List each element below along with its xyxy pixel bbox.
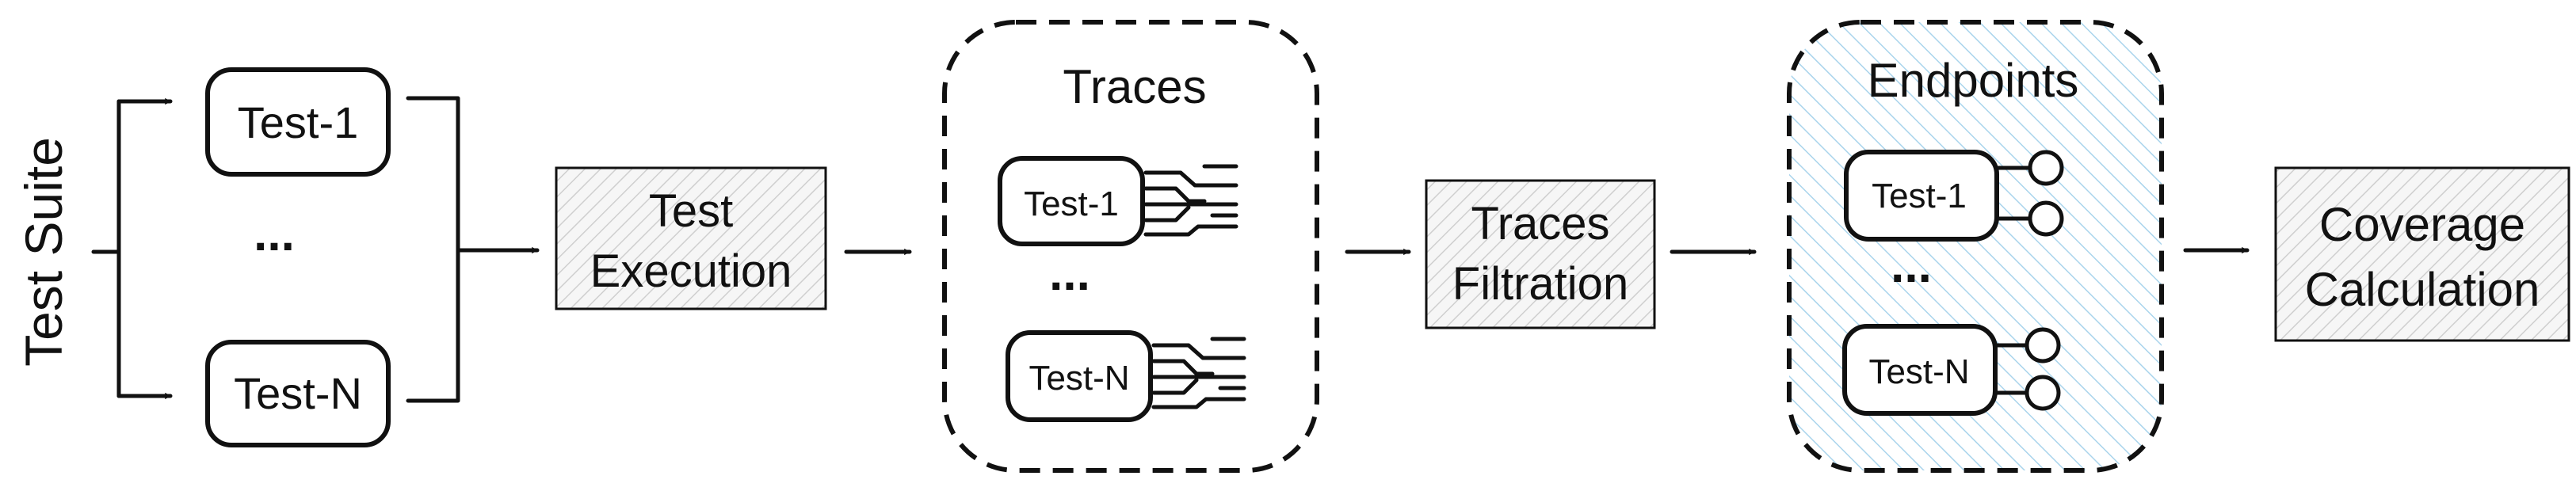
test-execution-line2: Execution bbox=[590, 246, 792, 297]
traces-filtration-line1: Traces bbox=[1471, 198, 1609, 249]
endpoint-test-1-label: Test-1 bbox=[1872, 177, 1967, 215]
endpoint-test-n-card: Test-N bbox=[1842, 324, 2061, 416]
traces-title: Traces bbox=[1063, 60, 1206, 113]
test-1-card: Test-1 bbox=[205, 67, 391, 177]
endpoints-title: Endpoints bbox=[1868, 54, 2079, 107]
test-suite-group: Test Suite Test-1 ... Test-N bbox=[14, 67, 540, 447]
circuit-trace-icon bbox=[1151, 337, 1246, 409]
trace-test-n-card: Test-N bbox=[1006, 330, 1246, 422]
traces-container: Traces Test-1 ... Test-N bbox=[942, 20, 1319, 473]
merge-bracket bbox=[406, 96, 460, 403]
trace-test-n-label: Test-N bbox=[1028, 359, 1129, 398]
traces-ellipsis: ... bbox=[1049, 246, 1090, 301]
trace-test-1-card: Test-1 bbox=[998, 156, 1238, 246]
test-execution-line1: Test bbox=[649, 185, 733, 237]
test-suite-label: Test Suite bbox=[14, 137, 73, 367]
traces-filtration-box: Traces Filtration bbox=[1425, 179, 1656, 329]
traces-filtration-line2: Filtration bbox=[1452, 258, 1628, 310]
test-n-label: Test-N bbox=[234, 368, 362, 418]
test-1-label: Test-1 bbox=[238, 97, 359, 147]
endpoint-nodes-icon bbox=[1996, 150, 2064, 237]
test-n-card: Test-N bbox=[205, 340, 391, 447]
test-execution-box: Test Execution bbox=[555, 166, 827, 310]
endpoint-nodes-icon bbox=[1994, 327, 2061, 411]
endpoints-ellipsis: ... bbox=[1891, 238, 1932, 293]
endpoints-container: Endpoints Test-1 ... Test-N bbox=[1787, 20, 2164, 473]
test-suite-ellipsis: ... bbox=[254, 207, 295, 261]
endpoint-test-1-card: Test-1 bbox=[1844, 150, 2064, 242]
coverage-calculation-box: Coverage Calculation bbox=[2274, 166, 2570, 342]
coverage-calculation-line2: Calculation bbox=[2305, 263, 2540, 316]
circuit-trace-icon bbox=[1143, 164, 1238, 237]
endpoint-test-n-label: Test-N bbox=[1868, 352, 1969, 391]
trace-test-1-label: Test-1 bbox=[1024, 185, 1119, 223]
coverage-calculation-line1: Coverage bbox=[2319, 198, 2525, 251]
